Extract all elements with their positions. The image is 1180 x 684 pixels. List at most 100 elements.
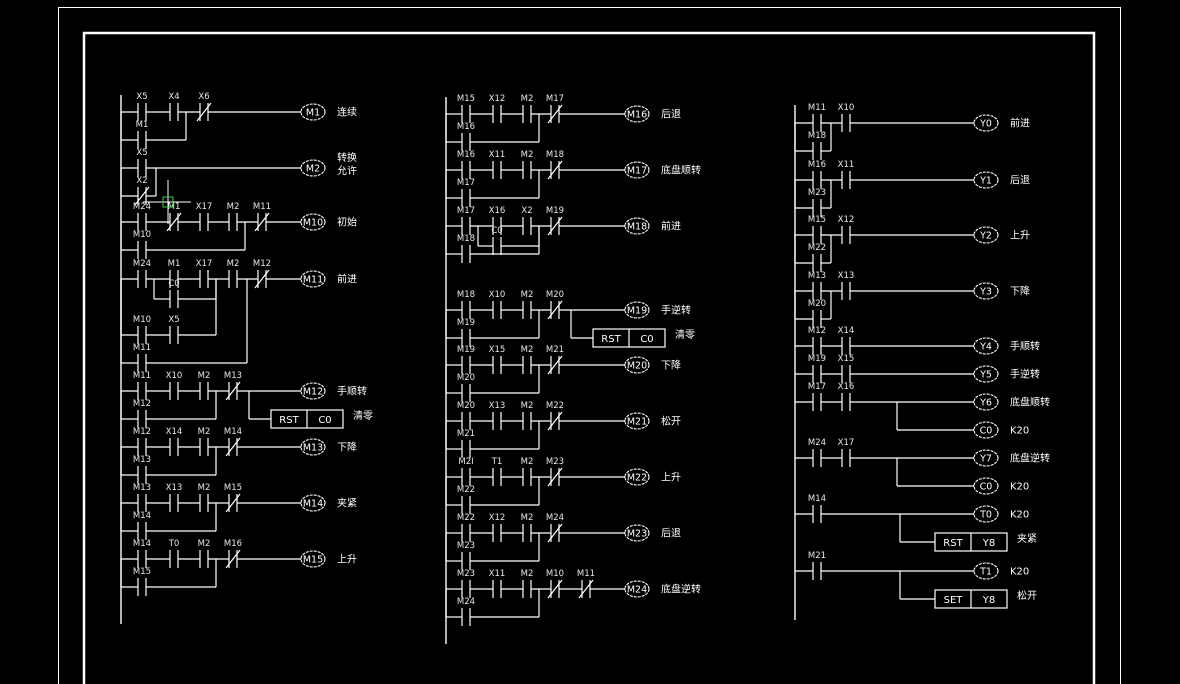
coil-ellipse <box>973 282 999 300</box>
contact-label: X13 <box>166 483 183 493</box>
contact-label: M2 <box>227 259 240 269</box>
no-contact: C0 <box>491 226 503 255</box>
coil-ellipse <box>973 393 999 411</box>
no-contact: M13 <box>808 271 826 300</box>
nc-contact: M13 <box>224 371 242 401</box>
contact-label: M18 <box>457 290 475 300</box>
contact-label: X15 <box>838 354 855 364</box>
no-contact: M24 <box>133 259 151 288</box>
coil-ellipse <box>624 524 650 542</box>
box-op: RST <box>601 334 621 345</box>
coil-comment: K20 <box>1010 426 1029 437</box>
no-contact: M12 <box>133 399 151 428</box>
coil-comment: K20 <box>1010 510 1029 521</box>
coil-comment: 手顺转 <box>1010 340 1040 353</box>
no-contact: X17 <box>838 438 854 467</box>
no-contact: M18 <box>457 234 475 263</box>
box-comment: 清零 <box>353 409 373 422</box>
no-contact: M2 <box>521 569 533 598</box>
no-contact: M1 <box>136 120 149 149</box>
contact-label: M12 <box>253 259 271 269</box>
box-arg: Y8 <box>982 595 995 606</box>
contact-label: M2 <box>521 513 534 523</box>
no-contact: X12 <box>489 513 505 542</box>
coil-label: M23 <box>627 529 647 540</box>
coil-ellipse <box>973 421 999 439</box>
coil-comment: 后退 <box>661 109 681 121</box>
no-contact: X5 <box>136 92 148 121</box>
nc-slash <box>547 579 563 599</box>
no-contact: M2 <box>521 457 533 486</box>
coil-ellipse <box>624 161 650 179</box>
contact-label: M2 <box>521 290 534 300</box>
contact-label: X14 <box>838 326 855 336</box>
coil-comment: K20 <box>1010 567 1029 578</box>
contact-label: M1 <box>136 120 149 130</box>
nc-slash <box>225 493 241 513</box>
no-contact: M24 <box>133 202 151 231</box>
no-contact: X11 <box>489 569 505 598</box>
coil-comment: 允许 <box>337 164 357 177</box>
contact-label: M2 <box>521 94 534 104</box>
contact-label: M16 <box>808 160 826 170</box>
coil-comment: 上升 <box>1010 230 1030 242</box>
no-contact: M16 <box>808 160 826 189</box>
coil-label: Y6 <box>979 398 992 409</box>
no-contact: X2 <box>521 206 533 235</box>
contact-label: M17 <box>457 206 475 216</box>
contact-label: M23 <box>808 188 826 198</box>
nc-contact: M18 <box>546 150 564 180</box>
contact-label: M22 <box>457 485 475 495</box>
coil-label: Y3 <box>979 287 992 298</box>
no-contact: M2 <box>521 150 533 179</box>
coil-label: M14 <box>303 499 323 510</box>
no-contact: M13 <box>133 455 151 484</box>
no-contact: M16 <box>457 122 475 151</box>
box-op: SET <box>944 595 964 606</box>
coil-ellipse <box>973 477 999 495</box>
coil-ellipse <box>624 301 650 319</box>
contact-label: M23 <box>457 569 475 579</box>
no-contact: X13 <box>166 483 183 512</box>
contact-label: M14 <box>133 539 151 549</box>
no-contact: M2I <box>458 457 474 486</box>
no-contact: M14 <box>808 494 826 523</box>
no-contact: M22 <box>808 243 826 272</box>
no-contact: X16 <box>489 206 505 235</box>
contact-label: M2 <box>198 539 211 549</box>
contact-label: T1 <box>491 457 503 467</box>
contact-label: X10 <box>838 103 855 113</box>
no-contact: T0 <box>168 539 179 568</box>
contact-label: M16 <box>457 122 475 132</box>
no-contact: X12 <box>489 94 505 123</box>
nc-contact: M12 <box>253 259 271 289</box>
no-contact: X5 <box>136 148 148 177</box>
nc-slash <box>547 523 563 543</box>
coil-ellipse <box>300 550 326 568</box>
no-contact: M11 <box>808 103 826 132</box>
contact-label: X10 <box>489 290 506 300</box>
nc-slash <box>254 269 270 289</box>
nc-slash <box>547 411 563 431</box>
nc-slash <box>547 104 563 124</box>
coil-ellipse <box>624 580 650 598</box>
coil-label: C0 <box>980 482 993 493</box>
contact-label: M19 <box>457 318 475 328</box>
